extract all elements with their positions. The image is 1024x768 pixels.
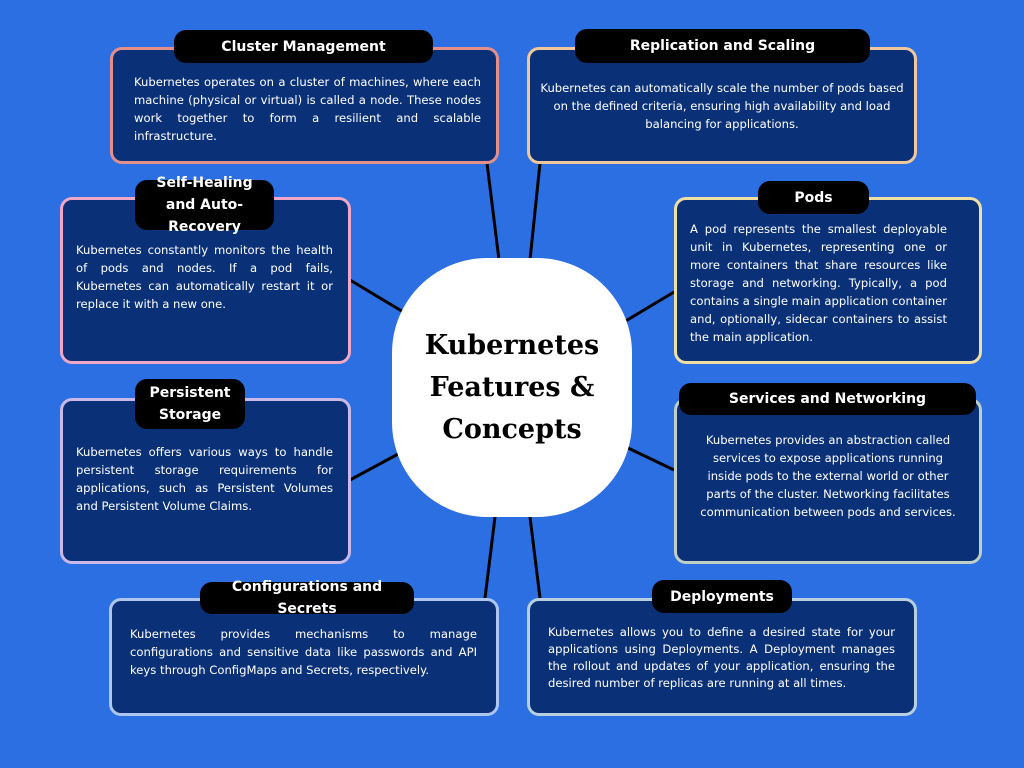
card-title: Deployments xyxy=(652,580,792,613)
connector-line xyxy=(528,162,542,261)
card-text: Kubernetes offers various ways to handle… xyxy=(76,445,333,513)
card-title: Services and Networking xyxy=(679,383,976,415)
connector-line xyxy=(485,162,501,261)
connector-line xyxy=(623,290,675,324)
card-title: Configurations and Secrets xyxy=(200,579,414,617)
connector-line xyxy=(627,446,675,472)
card-text: Kubernetes provides an abstraction calle… xyxy=(700,433,956,519)
card-text: Kubernetes allows you to define a desire… xyxy=(548,625,895,690)
card-text: Kubernetes operates on a cluster of mach… xyxy=(134,75,481,143)
card-title: Pods xyxy=(758,181,869,214)
card-services-networking xyxy=(674,398,982,564)
connector-line xyxy=(349,451,401,482)
connector-line xyxy=(349,278,406,315)
card-title: Self-Healing and Auto-Recovery xyxy=(135,175,274,235)
card-title: Persistent Storage xyxy=(135,379,245,429)
card-text: A pod represents the smallest deployable… xyxy=(690,222,947,344)
card-text: Kubernetes can automatically scale the n… xyxy=(540,81,904,131)
card-title: Cluster Management xyxy=(174,30,433,63)
card-pods xyxy=(674,197,982,364)
central-title: Kubernetes Features & Concepts xyxy=(424,329,600,445)
card-text: Kubernetes constantly monitors the healt… xyxy=(76,243,333,311)
central-title-node: Kubernetes Features & Concepts xyxy=(392,258,632,517)
card-title: Replication and Scaling xyxy=(575,29,870,63)
card-deployments xyxy=(527,598,917,716)
card-text: Kubernetes provides mechanisms to manage… xyxy=(130,627,477,677)
card-replication-scaling xyxy=(527,47,917,164)
connector-line xyxy=(483,516,497,599)
connector-line xyxy=(528,516,542,599)
